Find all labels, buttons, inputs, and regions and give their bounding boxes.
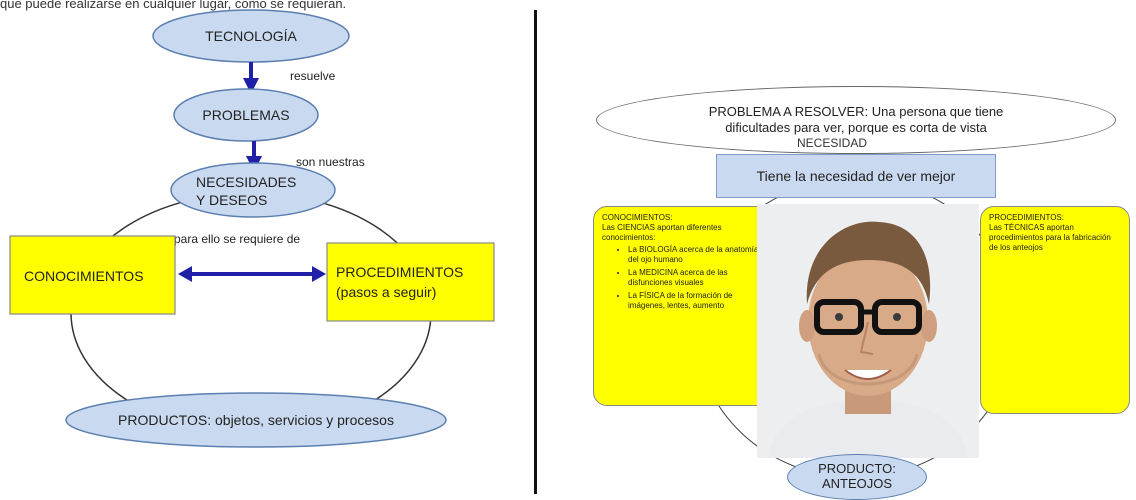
node-problemas-label: PROBLEMAS [202, 107, 289, 123]
producto-line1: PRODUCTO: [818, 461, 896, 476]
procedimientos-box: PROCEDIMIENTOS: Las TÉCNICAS aportan pro… [980, 206, 1130, 414]
double-arrow-left-head [178, 266, 192, 282]
conocimientos-box: CONOCIMIENTOS: Las CIENCIAS aportan dife… [593, 206, 775, 406]
label-para-ello: para ello se requiere de [174, 232, 300, 246]
necesidad-label: NECESIDAD [797, 136, 868, 150]
node-necesidades-line1: NECESIDADES [196, 174, 296, 190]
label-son-nuestras: son nuestras [296, 155, 365, 169]
producto-line2: ANTEOJOS [821, 476, 893, 491]
label-resuelve: resuelve [290, 69, 336, 83]
vertical-divider [534, 10, 537, 494]
problem-line1: PROBLEMA A RESOLVER: Una persona que tie… [708, 104, 1004, 119]
producto-ellipse: PRODUCTO: ANTEOJOS [787, 454, 927, 500]
necesidad-box: Tiene la necesidad de ver mejor [716, 154, 996, 198]
man-with-glasses-photo [757, 204, 979, 458]
box-conocimientos-label: CONOCIMIENTOS [24, 268, 144, 284]
conocimientos-title: CONOCIMIENTOS: [602, 213, 673, 222]
header-text: que puede realizarse en cualquier lugar,… [0, 0, 347, 11]
problem-ellipse: PROBLEMA A RESOLVER: Una persona que tie… [596, 86, 1116, 154]
left-technology-diagram: TECNOLOGÍA resuelve PROBLEMAS son nuestr… [9, 9, 495, 448]
problem-line2: dificultades para ver, porque es corta d… [725, 120, 987, 135]
node-productos [65, 392, 447, 448]
procedimientos-body: Las TÉCNICAS aportan procedimientos para… [989, 223, 1111, 252]
node-necesidades [170, 162, 336, 218]
node-tecnologia-label: TECNOLOGÍA [205, 28, 297, 44]
procedimientos-title: PROCEDIMIENTOS: [989, 213, 1064, 222]
list-item: La BIOLOGÍA acerca de la anatomía del oj… [628, 245, 766, 265]
node-necesidades-line2: Y DESEOS [196, 192, 267, 208]
list-item: La FÍSICA de la formación de imágenes, l… [628, 291, 766, 311]
node-problemas [173, 88, 319, 142]
box-procedimientos [326, 242, 495, 322]
box-procedimientos-line1: PROCEDIMIENTOS [336, 264, 463, 280]
box-procedimientos-line2: (pasos a seguir) [336, 284, 436, 300]
list-item: La MEDICINA acerca de las disfunciones v… [628, 268, 766, 288]
node-productos-label: PRODUCTOS: objetos, servicios y procesos [118, 412, 394, 428]
double-arrow-right-head [312, 266, 326, 282]
conocimientos-list: La BIOLOGÍA acerca de la anatomía del oj… [602, 245, 766, 311]
box-conocimientos [9, 235, 176, 315]
conocimientos-intro: Las CIENCIAS aportan diferentes conocimi… [602, 223, 722, 242]
